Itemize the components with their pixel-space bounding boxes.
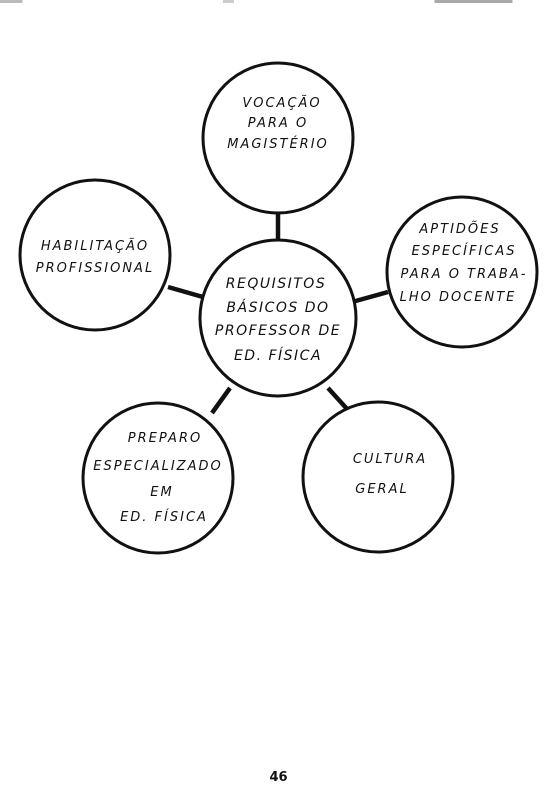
node-preparo-line-3: EM — [150, 485, 173, 500]
node-habilitacao-line-1: HABILITAÇÃO — [41, 238, 149, 254]
node-aptidoes-line-4: LHO DOCENTE — [400, 290, 517, 305]
node-cultura-line-2: GERAL — [355, 482, 408, 497]
node-vocacao-line-1: VOCAÇÃO — [242, 95, 321, 111]
node-vocacao-line-2: PARA O — [248, 116, 308, 131]
node-cultura: CULTURA GERAL — [303, 402, 453, 552]
node-habilitacao: HABILITAÇÃO PROFISSIONAL — [20, 180, 170, 330]
node-preparo: PREPARO ESPECIALIZADO EM ED. FÍSICA — [83, 403, 233, 553]
node-aptidoes-line-3: PARA O TRABA- — [401, 267, 528, 282]
node-preparo-line-2: ESPECIALIZADO — [93, 459, 222, 474]
node-vocacao: VOCAÇÃO PARA O MAGISTÉRIO — [203, 63, 353, 213]
node-aptidoes-line-1: APTIDÕES — [418, 221, 500, 237]
node-center: REQUISITOS BÁSICOS DO PROFESSOR DE ED. F… — [200, 240, 356, 396]
connector-preparo — [212, 388, 230, 413]
node-center-circle — [200, 240, 356, 396]
node-center-line-1: REQUISITOS — [226, 276, 326, 292]
node-preparo-line-1: PREPARO — [128, 431, 202, 446]
node-center-line-2: BÁSICOS DO — [226, 299, 329, 316]
node-habilitacao-line-2: PROFISSIONAL — [36, 261, 154, 276]
connector-habilitacao — [168, 287, 203, 297]
node-aptidoes: APTIDÕES ESPECÍFICAS PARA O TRABA- LHO D… — [387, 197, 537, 347]
node-aptidoes-line-2: ESPECÍFICAS — [412, 243, 517, 259]
node-preparo-circle — [83, 403, 233, 553]
node-vocacao-line-3: MAGISTÉRIO — [227, 136, 329, 152]
node-preparo-line-4: ED. FÍSICA — [120, 509, 208, 525]
node-center-line-3: PROFESSOR DE — [215, 323, 341, 339]
node-habilitacao-circle — [20, 180, 170, 330]
node-center-line-4: ED. FÍSICA — [234, 347, 322, 364]
connector-cultura — [328, 388, 348, 410]
page-number: 46 — [0, 770, 557, 785]
connector-aptidoes — [352, 292, 388, 302]
node-cultura-line-1: CULTURA — [353, 452, 427, 467]
node-cultura-circle — [303, 402, 453, 552]
